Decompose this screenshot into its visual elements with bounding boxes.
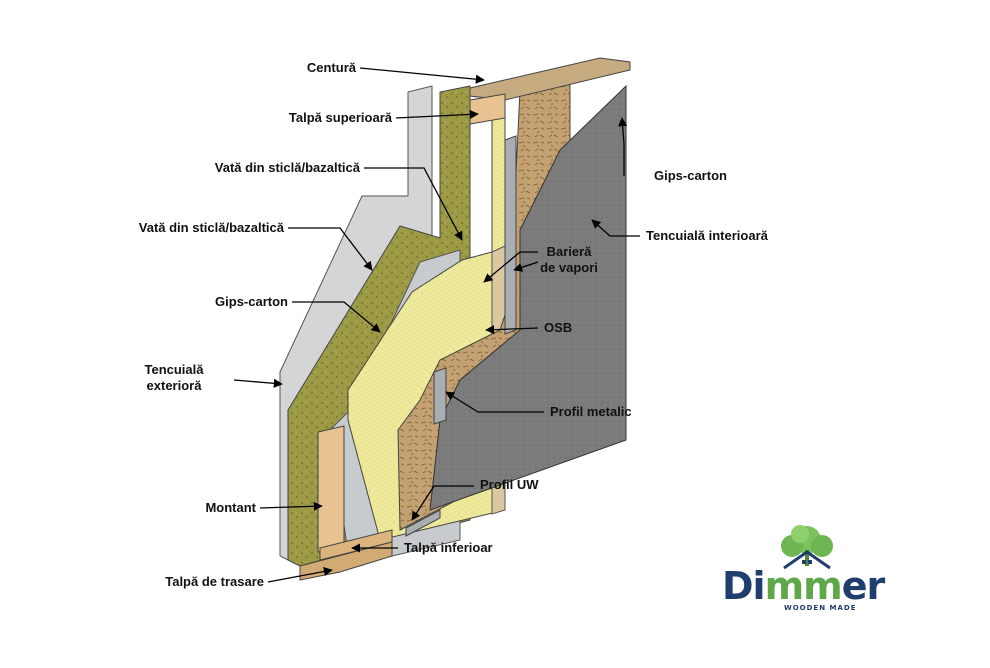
arrow-profil-metalic [445, 391, 544, 413]
top-belt-beam [469, 57, 631, 101]
label-tencuiala-exterioara-1: Tencuială [144, 362, 204, 377]
label-gips-carton-right: Gips-carton [654, 168, 727, 183]
label-vata-sticla-2: Vată din sticlă/bazaltică [138, 220, 284, 235]
arrow-tencuiala-int [591, 219, 640, 237]
arrow-bariera-2 [513, 261, 539, 272]
arrow-gips-left [292, 301, 381, 333]
arrow-talpa-superioara [395, 109, 479, 119]
label-bariera-2: de vapori [540, 260, 598, 275]
arrow-vata-2 [288, 227, 373, 271]
label-vata-sticla-1: Vată din sticlă/bazaltică [214, 160, 360, 175]
label-montant: Montant [205, 500, 256, 515]
label-profil-metalic: Profil metalic [550, 404, 632, 419]
label-talpa-superioara: Talpă superioară [288, 110, 392, 125]
steel-profile-upper [504, 135, 517, 335]
arrow-montant [259, 501, 323, 511]
label-centura: Centură [306, 60, 356, 75]
label-talpa-inferioara: Talpă inferioar [404, 540, 493, 555]
arrow-profil-uw [411, 485, 474, 521]
logo-brand-post: er [841, 564, 886, 608]
label-gips-carton-left: Gips-carton [215, 294, 288, 309]
label-bariera-1: Barieră [546, 244, 592, 259]
logo-brand-pre: Di [722, 564, 766, 608]
arrow-talpa-trasare [267, 567, 333, 583]
dimmer-logo: Dimmer WOODEN MADE [722, 522, 892, 618]
label-profil-uw: Profil UW [480, 477, 539, 492]
steel-profile-lower [433, 367, 447, 425]
arrow-bariera-1 [483, 251, 538, 283]
label-tencuiala-exterioara-2: exterioră [146, 378, 202, 393]
stud-montant [317, 425, 345, 553]
arrow-centura [359, 67, 485, 84]
interior-drywall-panel [429, 84, 627, 511]
arrow-gips-right [618, 117, 628, 176]
label-tencuiala-interioara: Tencuială interioară [646, 228, 768, 243]
logo-tree-house-icon [781, 525, 833, 570]
logo-tagline: WOODEN MADE [784, 604, 857, 612]
arrow-vata-1 [364, 167, 463, 241]
label-osb: OSB [544, 320, 573, 335]
arrow-osb [485, 325, 539, 335]
logo-brand-mid: mm [764, 564, 843, 608]
label-talpa-trasare: Talpă de trasare [165, 574, 264, 589]
arrow-tencuiala-ext [233, 378, 283, 388]
sole-plate [299, 541, 393, 581]
uw-profile [405, 509, 441, 537]
